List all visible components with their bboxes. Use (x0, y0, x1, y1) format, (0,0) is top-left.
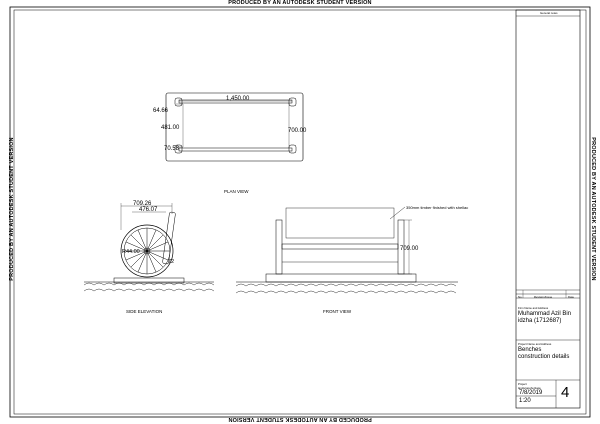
plan-dim-length: 1,450.00 (226, 96, 250, 102)
revision-issue-label: Revision/Issue (534, 295, 553, 299)
side-wheel-outer (120, 224, 174, 278)
plan-view-label: PLAN VIEW (224, 189, 249, 194)
plan-wheel-br (288, 144, 297, 154)
sheet-outer-border (9, 6, 591, 418)
plan-dim-inner: 481.00 (161, 125, 180, 131)
watermark-right: PRODUCED BY AN AUTODESK STUDENT VERSION (590, 137, 596, 281)
title-block-frame (515, 9, 581, 409)
watermark-top: PRODUCED BY AN AUTODESK STUDENT VERSION (228, 0, 372, 6)
sheet-inner-border (13, 9, 587, 415)
front-dim-height: 709.00 (400, 246, 419, 252)
firm-name-line-2: idzha (1712687) (518, 318, 562, 324)
plan-outline (165, 92, 304, 162)
general-notes-label: General notes (540, 11, 558, 15)
front-leader-line (389, 206, 406, 220)
plan-wheel-bl (174, 144, 183, 154)
side-backrest (162, 211, 176, 265)
front-ground-hatch (235, 283, 457, 294)
project-small-label: Project (518, 382, 527, 386)
front-seat (281, 243, 399, 250)
landscape-label: landscapeheritage (518, 386, 541, 390)
project-name-line-2: construction details (518, 354, 570, 360)
plan-rail-top (178, 99, 293, 104)
front-leg-left (275, 219, 283, 275)
date-value: 7/8/2019 (519, 390, 543, 396)
front-view-label: FRONT VIEW (323, 309, 352, 314)
front-base-slab (265, 273, 417, 283)
plan-rail-bottom (178, 147, 293, 152)
side-elevation-label: SIDE ELEVATION (126, 309, 162, 314)
watermark-left: PRODUCED BY AN AUTODESK STUDENT VERSION (9, 137, 15, 281)
side-elevation: 709.26 476.07 R44.00 72 SIDE ELEVATION (83, 201, 215, 314)
firm-name-line-1: Muhammad Azil Bin (518, 311, 572, 317)
plan-dim-top-offset: 64.66 (153, 108, 169, 114)
side-base-slab (113, 277, 185, 284)
side-dim-inner: 476.07 (139, 207, 158, 213)
project-name-line-1: Benches (518, 347, 542, 353)
side-dim-radius: R44.00 (122, 249, 140, 255)
title-block (515, 9, 581, 409)
plan-wheel-tr (288, 97, 297, 107)
revision-no-label: No. (518, 295, 523, 299)
side-ground-hatch (83, 282, 215, 292)
project-name-label: Project Name and Address (518, 342, 552, 346)
sheet-number: 4 (561, 384, 570, 401)
plan-view: 1,450.00 700.00 64.66 481.00 70.58 PLAN … (153, 92, 307, 194)
plan-dim-bottom-offset: 70.58 (164, 146, 180, 152)
scale-value: 1:20 (519, 398, 531, 404)
side-wheel-spokes (124, 228, 170, 274)
front-view: 709.00 350mm timber finished with shella… (235, 205, 468, 314)
plan-wheel-tl (174, 97, 183, 107)
front-note: 350mm timber finished with shellac (406, 205, 468, 210)
firm-name-label: Firm Name and Address (518, 306, 549, 310)
revision-date-label: Date (568, 295, 574, 299)
watermark-bottom: PRODUCED BY AN AUTODESK STUDENT VERSION (228, 416, 372, 422)
side-dim-overall: 709.26 (133, 201, 152, 207)
plan-dim-width: 700.00 (288, 128, 307, 134)
front-backrest (285, 207, 395, 239)
side-dim-small: 72 (168, 259, 174, 265)
